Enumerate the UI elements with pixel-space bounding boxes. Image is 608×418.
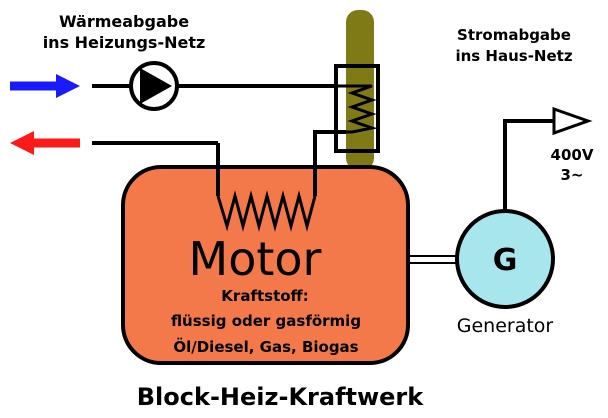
voltage-label: 400V [551,146,594,164]
heat-exchanger-coil-icon [334,64,380,153]
fuel-title: Kraftstoff: [221,287,308,305]
pump-icon [129,61,179,111]
fuel-line2: Öl/Diesel, Gas, Biogas [173,337,358,356]
output-arrow-icon [552,106,593,136]
drive-shaft [408,255,458,264]
fuel-line1: flüssig oder gasförmig [171,312,361,330]
power-output-label-line1: Stromabgabe [457,26,571,44]
diagram-title: Block-Heiz-Kraftwerk [137,383,425,411]
heat-output-label-line1: Wärmeabgabe [59,12,189,31]
motor-label: Motor [189,232,322,286]
return-flow-arrow [10,131,80,155]
supply-flow-arrow [10,74,80,98]
heat-output-label-line2: ins Heizungs-Netz [43,33,206,52]
generator-symbol: G [493,243,518,278]
cooling-coil-icon [216,190,317,232]
motor-block [121,165,410,365]
phase-label: 3~ [560,166,583,184]
generator-caption: Generator [457,315,554,337]
power-output-line [503,119,556,211]
power-output-label-line2: ins Haus-Netz [455,47,572,65]
